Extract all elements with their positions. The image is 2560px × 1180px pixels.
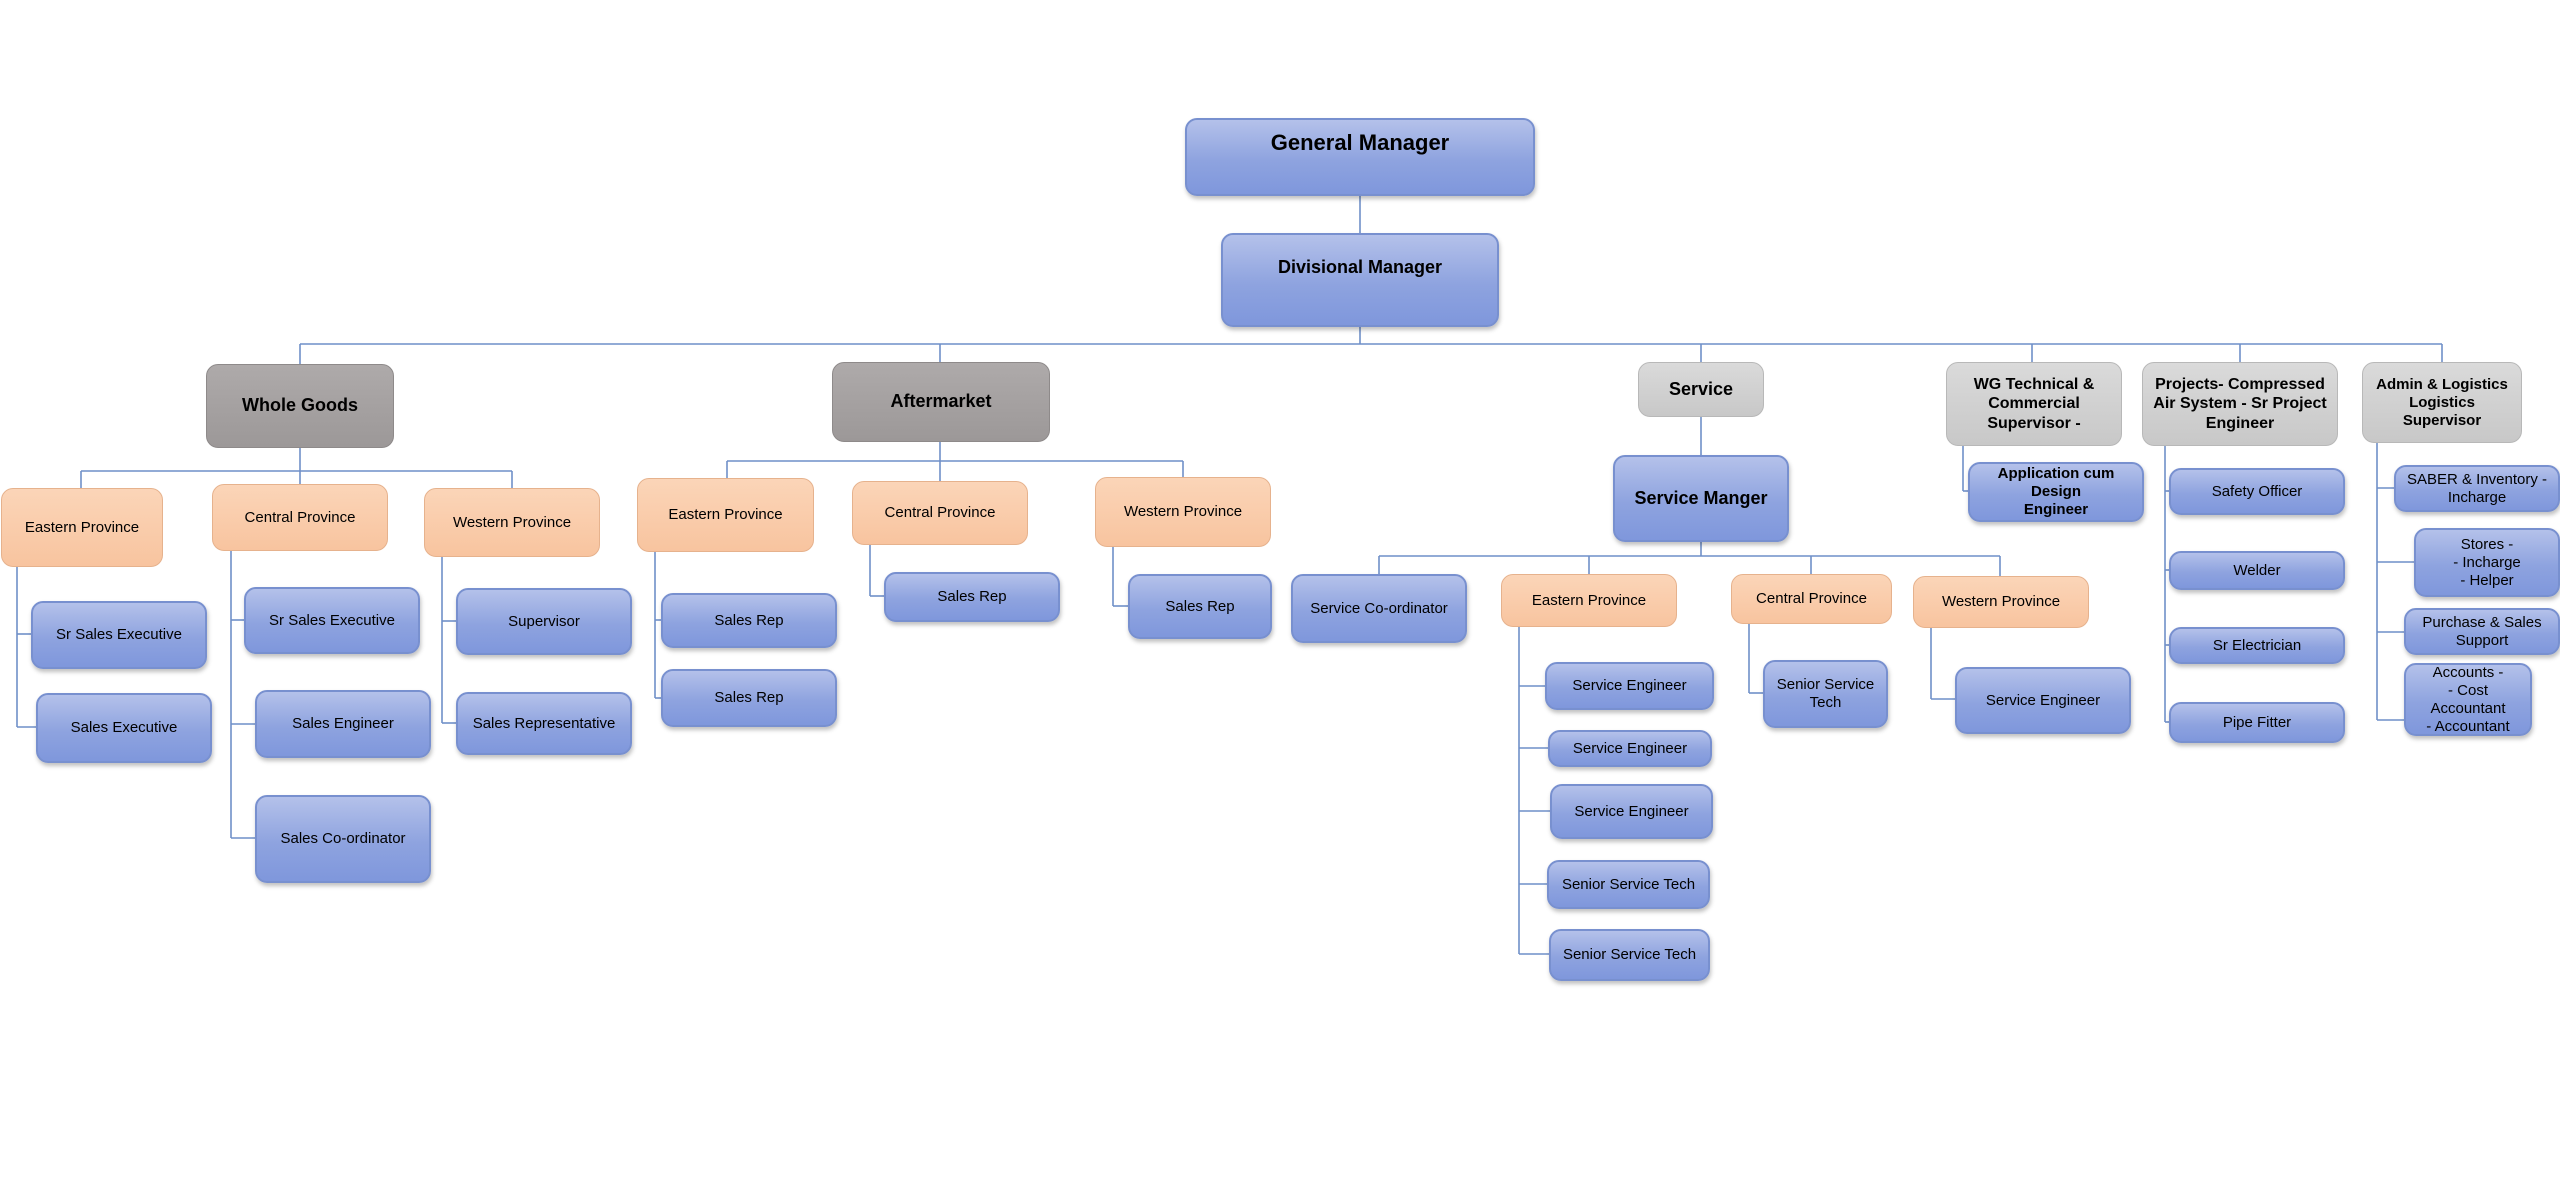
am-western-province: Western Province: [1095, 477, 1271, 547]
role-box: Sales Representative: [456, 692, 632, 755]
service-eastern-province: Eastern Province: [1501, 574, 1677, 627]
role-box: Senior Service Tech: [1763, 660, 1888, 728]
role-box: Sales Engineer: [255, 690, 431, 758]
role-box: Service Engineer: [1550, 784, 1713, 839]
service-manager-box: Service Manger: [1613, 455, 1789, 542]
role-box: Sales Executive: [36, 693, 212, 763]
whole-goods-box: Whole Goods: [206, 364, 394, 448]
role-box: Purchase & Sales Support: [2404, 608, 2560, 655]
role-box: Service Engineer: [1548, 730, 1712, 767]
role-box: Sales Rep: [661, 669, 837, 727]
general-manager-box: General Manager: [1185, 118, 1535, 196]
role-box: Stores - - Incharge - Helper: [2414, 528, 2560, 597]
role-box: Sales Co-ordinator: [255, 795, 431, 883]
role-box: Senior Service Tech: [1549, 929, 1710, 981]
wg-eastern-province: Eastern Province: [1, 488, 163, 567]
role-box: Sr Sales Executive: [244, 587, 420, 654]
service-box: Service: [1638, 362, 1764, 417]
role-box: Accounts - - Cost Accountant - Accountan…: [2404, 663, 2532, 736]
role-box: Pipe Fitter: [2169, 702, 2345, 743]
role-box: Service Engineer: [1545, 662, 1714, 710]
wg-western-province: Western Province: [424, 488, 600, 557]
am-central-province: Central Province: [852, 481, 1028, 545]
role-box: Sales Rep: [884, 572, 1060, 622]
role-box: Service Engineer: [1955, 667, 2131, 734]
role-box: Sales Rep: [661, 593, 837, 648]
role-box: SABER & Inventory - Incharge: [2394, 465, 2560, 512]
role-box: Sr Sales Executive: [31, 601, 207, 669]
role-box: Sales Rep: [1128, 574, 1272, 639]
wg-central-province: Central Province: [212, 484, 388, 551]
service-coordinator-box: Service Co-ordinator: [1291, 574, 1467, 643]
service-central-province: Central Province: [1731, 574, 1892, 624]
am-eastern-province: Eastern Province: [637, 478, 814, 552]
aftermarket-box: Aftermarket: [832, 362, 1050, 442]
projects-box: Projects- Compressed Air System - Sr Pro…: [2142, 362, 2338, 446]
role-box: Sr Electrician: [2169, 627, 2345, 664]
role-box: Welder: [2169, 551, 2345, 590]
service-western-province: Western Province: [1913, 576, 2089, 628]
divisional-manager-box: Divisional Manager: [1221, 233, 1499, 327]
role-box: Application cum Design Engineer: [1968, 462, 2144, 522]
role-box: Safety Officer: [2169, 468, 2345, 515]
role-box: Senior Service Tech: [1547, 860, 1710, 909]
wg-technical-box: WG Technical & Commercial Supervisor -: [1946, 362, 2122, 446]
role-box: Supervisor: [456, 588, 632, 655]
admin-logistics-box: Admin & Logistics Logistics Supervisor: [2362, 362, 2522, 443]
